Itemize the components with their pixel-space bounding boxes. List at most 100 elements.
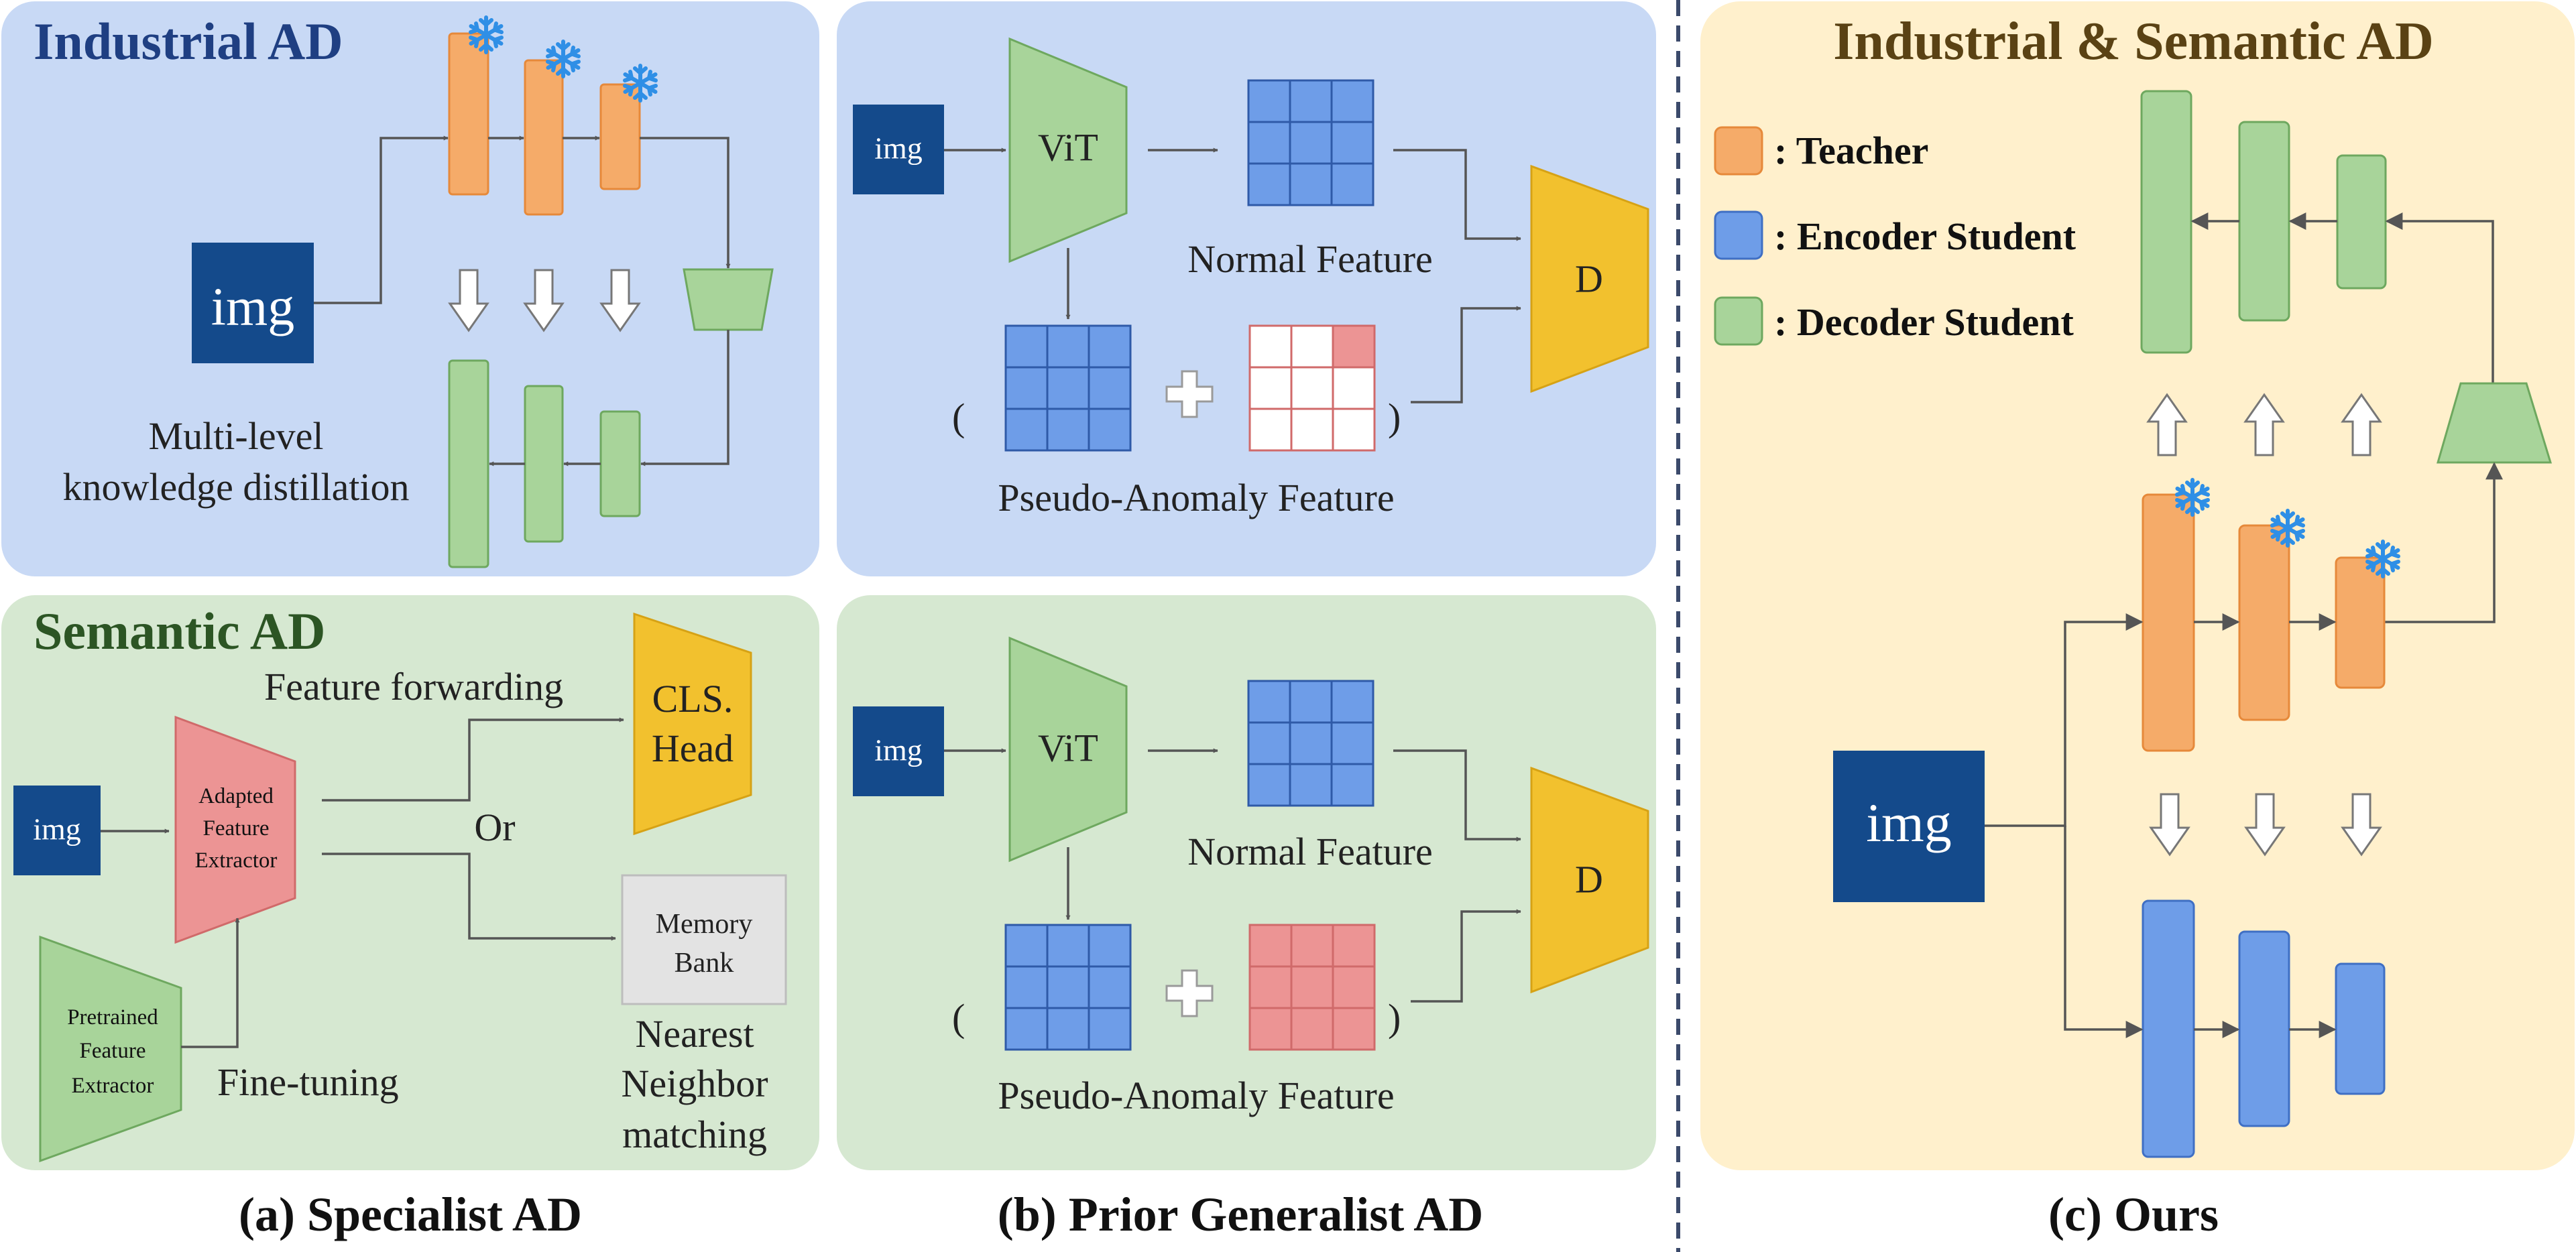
cls-head-label: CLS. xyxy=(652,677,734,721)
feature-grid-cell xyxy=(1088,965,1132,1009)
feature-grid-cell xyxy=(1088,366,1132,410)
feature-grid-cell xyxy=(1332,924,1376,968)
feature-grid-cell xyxy=(1088,408,1132,452)
flow-arrow xyxy=(1393,149,1521,241)
feature-grid-cell xyxy=(1247,162,1291,206)
student-block-2 xyxy=(524,385,564,543)
nearest-neighbor-label: Neighbor xyxy=(621,1062,768,1105)
feature-grid-cell xyxy=(1004,324,1049,369)
gen-top-close-paren: ) xyxy=(1388,395,1401,439)
feature-grid-cell xyxy=(1046,924,1090,968)
feature-grid-cell xyxy=(1248,1007,1293,1051)
adapted-label: Extractor xyxy=(195,849,278,873)
ours-decoder-block-2 xyxy=(2238,121,2290,322)
ours-img-label: img xyxy=(1866,792,1952,853)
feature-grid-cell xyxy=(1289,763,1333,807)
feature-grid-cell xyxy=(1004,1007,1049,1051)
pretrained-feature-extractor xyxy=(39,935,182,1163)
feature-grid-cell xyxy=(1330,680,1374,724)
feature-grid-cell xyxy=(1289,680,1333,724)
flow-arrow xyxy=(2064,826,2144,1038)
gen-top-blue-grid xyxy=(1004,324,1132,452)
plus-icon xyxy=(1165,370,1214,418)
gen-bottom-img-box xyxy=(853,706,944,796)
ours-panel xyxy=(1700,1,2575,1170)
legend-teacher-swatch xyxy=(1714,126,1763,176)
feature-grid-cell xyxy=(1290,965,1334,1009)
gen-top-img-box xyxy=(853,105,944,194)
flow-arrow xyxy=(314,135,449,304)
flow-arrow xyxy=(1411,306,1521,403)
legend-decoder-label: : Decoder Student xyxy=(1774,300,2074,344)
feature-grid-cell xyxy=(1290,366,1334,410)
feature-grid-cell xyxy=(1330,721,1374,765)
multi-level-label: Multi-level xyxy=(149,414,324,458)
adapted-label: Adapted xyxy=(198,784,274,808)
cls-head xyxy=(633,612,752,836)
ours-teacher-block-3 xyxy=(2335,556,2386,689)
feature-grid-cell xyxy=(1290,924,1334,968)
flow-arrow xyxy=(322,717,624,802)
feature-grid-cell xyxy=(1248,408,1293,452)
legend-encoder-swatch xyxy=(1714,210,1763,260)
flow-arrow xyxy=(2385,212,2494,383)
gen-top-open-paren: ( xyxy=(952,395,965,439)
adapted-label: Feature xyxy=(203,816,270,840)
feature-grid-cell xyxy=(1247,121,1291,165)
flow-arrow xyxy=(1985,613,2144,827)
legend-encoder-label: : Encoder Student xyxy=(1774,214,2076,258)
feature-grid-cell xyxy=(1332,408,1376,452)
gen-bottom-normal-label: Normal Feature xyxy=(1187,830,1433,873)
feature-grid-cell xyxy=(1330,121,1374,165)
gen-top-anomaly-grid xyxy=(1248,324,1376,452)
feature-grid-cell xyxy=(1004,924,1049,968)
gen-bottom-anomaly-grid xyxy=(1248,924,1376,1051)
feature-grid-cell xyxy=(1004,366,1049,410)
feature-grid-cell xyxy=(1046,408,1090,452)
feature-grid-cell xyxy=(1247,680,1291,724)
feature-grid-cell xyxy=(1088,924,1132,968)
cls-head-label: Head xyxy=(652,727,734,770)
industrial-ad-title: Industrial AD xyxy=(34,12,343,70)
feature-grid-cell xyxy=(1247,763,1291,807)
gen-bottom-img-label: img xyxy=(874,733,923,767)
feature-grid-cell xyxy=(1332,366,1376,410)
ours-decoder-block-3 xyxy=(2336,154,2387,290)
feature-forwarding-label: Feature forwarding xyxy=(264,665,563,708)
feature-grid-cell xyxy=(1330,763,1374,807)
nearest-neighbor-label: matching xyxy=(622,1113,767,1156)
feature-grid-cell xyxy=(1330,162,1374,206)
ours-encoder-block-1 xyxy=(2142,899,2195,1158)
feature-grid-cell xyxy=(1289,162,1333,206)
feature-grid-cell xyxy=(1248,924,1293,968)
feature-grid-cell xyxy=(1248,965,1293,1009)
feature-grid-cell xyxy=(1289,79,1333,123)
memory-bank-label: Bank xyxy=(675,948,734,979)
flow-arrow xyxy=(322,853,616,941)
teacher-block-1 xyxy=(448,32,489,196)
feature-grid-cell xyxy=(1046,324,1090,369)
gen-top-pseudo-label: Pseudo-Anomaly Feature xyxy=(998,476,1394,519)
gen-top-normal-label: Normal Feature xyxy=(1187,237,1433,281)
fine-tuning-label: Fine-tuning xyxy=(217,1060,399,1104)
semantic-img-box xyxy=(13,786,101,875)
gen-bottom-close-paren: ) xyxy=(1388,996,1401,1040)
ours-teacher-block-1 xyxy=(2142,493,2195,752)
gen-bottom-normal-grid xyxy=(1247,680,1374,807)
plus-icon xyxy=(1165,969,1214,1017)
feature-grid-cell xyxy=(1289,121,1333,165)
ours-teacher-block-2 xyxy=(2238,524,2290,721)
feature-grid-cell xyxy=(1004,408,1049,452)
pretrained-label: Feature xyxy=(80,1039,146,1063)
feature-grid-cell xyxy=(1088,1007,1132,1051)
caption-prior-generalist: (b) Prior Generalist AD xyxy=(998,1188,1484,1241)
caption-specialist: (a) Specialist AD xyxy=(239,1188,582,1241)
gen-bottom-blue-grid xyxy=(1004,924,1132,1051)
gen-top-vit xyxy=(1008,37,1128,263)
gen-top-img-label: img xyxy=(874,131,923,166)
feature-grid-cell xyxy=(1004,965,1049,1009)
feature-grid-cell xyxy=(1247,79,1291,123)
feature-grid-cell xyxy=(1289,721,1333,765)
flow-arrow xyxy=(640,330,729,466)
ours-img-box xyxy=(1833,751,1985,902)
